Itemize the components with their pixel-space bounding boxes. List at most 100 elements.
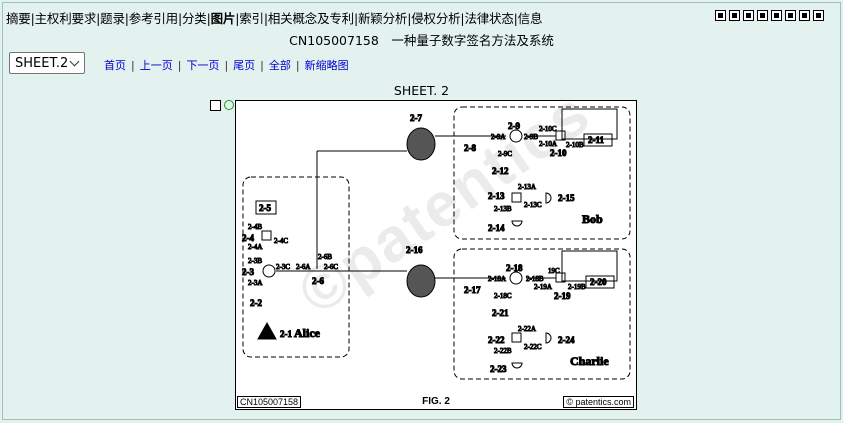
rotate-icon[interactable] (224, 100, 234, 110)
label-2-23: 2-23 (490, 364, 507, 374)
nav-infringement-analysis[interactable]: 侵权分析 (411, 11, 460, 26)
detector-2-23 (512, 363, 522, 368)
laser-2-1 (258, 323, 276, 339)
expand-icon[interactable] (210, 100, 221, 111)
label-2-13A: 2-13A (518, 183, 536, 191)
fiber-spool-2-16 (407, 265, 435, 297)
label-2-6B: 2-6B (318, 253, 332, 261)
sheet-label: SHEET. 2 (0, 83, 843, 98)
toolbar-icon-1[interactable] (715, 10, 726, 21)
toolbar-icon-6[interactable] (785, 10, 796, 21)
label-2-22A: 2-22A (518, 325, 536, 333)
nav-related-concepts[interactable]: 相关概念及专利 (268, 11, 354, 26)
chevron-down-icon (70, 57, 80, 67)
label-2-10C: 2-10C (539, 125, 557, 133)
nav-info[interactable]: 信息 (518, 11, 543, 26)
label-2-9B: 2-9B (524, 133, 538, 141)
beamsplitter-2-22 (512, 333, 521, 342)
fiber-spool-2-7 (407, 128, 435, 160)
label-2-14: 2-14 (488, 223, 505, 233)
circulator-2-3 (263, 265, 275, 277)
detector-2-15 (546, 193, 551, 203)
nav-index[interactable]: 索引 (239, 11, 264, 26)
label-2-20: 2-20 (590, 277, 607, 287)
label-2-5: 2-5 (259, 203, 271, 213)
pager: 首页|上一页|下一页|尾页|全部|新缩略图 (104, 57, 349, 73)
figure-source: © patentics.com (563, 396, 634, 408)
toolbar-icon-7[interactable] (799, 10, 810, 21)
nav-bibliography[interactable]: 题录 (100, 11, 125, 26)
circulator-2-18 (510, 272, 522, 284)
label-alice: Alice (294, 326, 321, 340)
label-19C: 19C (548, 267, 560, 275)
label-2-4C: 2-4C (274, 237, 288, 245)
detector-2-14 (512, 221, 522, 226)
label-2-18: 2-18 (506, 263, 523, 273)
circulator-2-9 (510, 130, 522, 142)
label-2-18B: 2-18B (526, 275, 544, 283)
sheet-select[interactable]: SHEET.2 (9, 52, 85, 74)
label-2-9A: 2-9A (491, 133, 505, 141)
label-2-17: 2-17 (464, 285, 481, 295)
label-2-4: 2-4 (242, 233, 254, 243)
label-2-24: 2-24 (558, 335, 575, 345)
label-2-4B: 2-4B (248, 223, 262, 231)
pager-next-link[interactable]: 下一页 (186, 59, 219, 72)
label-2-10B: 2-10B (566, 141, 584, 149)
label-2-21: 2-21 (492, 308, 509, 318)
window-toolbar (715, 10, 824, 21)
label-2-13C: 2-13C (524, 201, 542, 209)
nav-citations[interactable]: 参考引用 (129, 11, 178, 26)
label-2-9: 2-9 (508, 121, 520, 131)
label-2-19: 2-19 (554, 291, 571, 301)
label-2-10: 2-10 (550, 148, 567, 158)
nav-legal-status[interactable]: 法律状态 (464, 11, 513, 26)
toolbar-icon-5[interactable] (771, 10, 782, 21)
label-2-3A: 2-3A (248, 279, 262, 287)
label-2-9C: 2-9C (498, 150, 512, 158)
label-2-22C: 2-22C (524, 343, 542, 351)
label-charlie: Charlie (570, 354, 609, 368)
nav-classification[interactable]: 分类 (182, 11, 207, 26)
pager-first-link[interactable]: 首页 (104, 59, 126, 72)
toolbar-icon-4[interactable] (757, 10, 768, 21)
label-2-16: 2-16 (406, 245, 423, 255)
pager-last-link[interactable]: 尾页 (233, 59, 255, 72)
nav-images[interactable]: 图片 (211, 11, 236, 26)
toolbar-icon-3[interactable] (743, 10, 754, 21)
document-title: CN105007158 一种量子数字签名方法及系统 (0, 30, 843, 49)
label-2-18C: 2-18C (494, 292, 512, 300)
figure-controls (210, 100, 234, 111)
nav-main-claims[interactable]: 主权利要求 (35, 11, 97, 26)
label-2-3: 2-3 (242, 267, 254, 277)
label-2-6C: 2-6C (324, 263, 338, 271)
label-2-18A: 2-18A (488, 275, 506, 283)
label-2-6A: 2-6A (296, 263, 310, 271)
label-2-10A: 2-10A (539, 140, 557, 148)
toolbar-icon-2[interactable] (729, 10, 740, 21)
label-2-22B: 2-22B (494, 347, 512, 355)
pager-prev-link[interactable]: 上一页 (140, 59, 173, 72)
label-2-22: 2-22 (488, 335, 505, 345)
pager-all-link[interactable]: 全部 (269, 59, 291, 72)
label-2-1: 2-1 (280, 329, 292, 339)
nav-novelty-analysis[interactable]: 新颖分析 (358, 11, 407, 26)
label-2-11: 2-11 (588, 135, 605, 145)
label-2-3C: 2-3C (276, 263, 290, 271)
label-2-7: 2-7 (410, 113, 422, 123)
label-2-19B: 2-19B (568, 283, 586, 291)
label-2-13B: 2-13B (494, 205, 512, 213)
label-2-8: 2-8 (464, 143, 476, 153)
nav-abstract[interactable]: 摘要 (6, 11, 31, 26)
label-bob: Bob (582, 212, 603, 226)
sheet-select-value: SHEET.2 (15, 56, 68, 71)
label-2-12: 2-12 (492, 166, 509, 176)
top-navigation: 摘要|主权利要求|题录|参考引用|分类|图片|索引|相关概念及专利|新颖分析|侵… (6, 8, 542, 27)
close-icon[interactable] (813, 10, 824, 21)
patent-figure[interactable]: 2-1 Alice 2-2 2-3 2-3A 2-3B 2-3C 2-4 2-4… (235, 100, 637, 410)
label-2-19A: 2-19A (534, 283, 552, 291)
label-2-13: 2-13 (488, 191, 505, 201)
detector-2-24 (546, 333, 551, 343)
pager-thumbnails-link[interactable]: 新缩略图 (305, 59, 349, 72)
label-2-4A: 2-4A (248, 243, 262, 251)
